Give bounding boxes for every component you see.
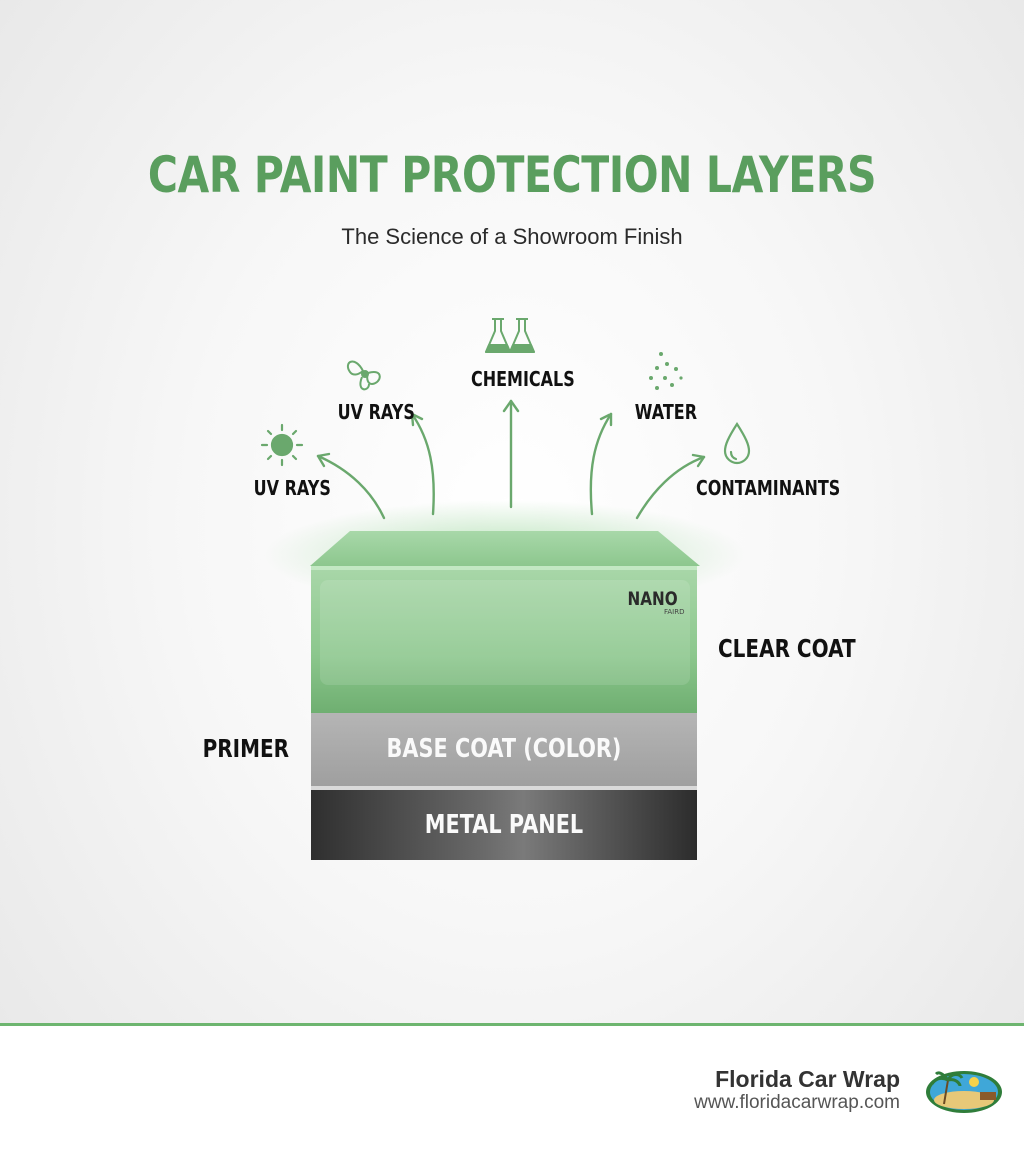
threat-label-uv-rays: UV RAYS [253, 476, 331, 500]
clear-coat-top [310, 531, 700, 566]
threat-label-chemicals: CHEMICALS [470, 367, 575, 391]
nano-badge-subtext: FAIRD [664, 608, 685, 616]
radiation-icon [346, 360, 381, 391]
page-subtitle: The Science of a Showroom Finish [341, 224, 683, 249]
metal-panel-layer [311, 790, 697, 860]
threat-label-water: WATER [634, 400, 698, 424]
clear-coat-layer [311, 566, 697, 713]
base-coat-text: BASE COAT (COLOR) [386, 734, 622, 764]
sun-icon [260, 423, 304, 467]
palm-beach-logo-icon [926, 1071, 1002, 1113]
primer-label: PRIMER [202, 734, 289, 763]
clear-coat-label: CLEAR COAT [718, 634, 856, 663]
flask-icon [485, 318, 535, 353]
arrow-uv-center [410, 412, 435, 516]
brand-url: www.floridacarwrap.com [694, 1092, 900, 1113]
brand-name: Florida Car Wrap [715, 1066, 900, 1092]
arrow-contaminants [635, 455, 706, 520]
arrow-water [589, 412, 613, 516]
threat-label-contaminants: CONTAMINANTS [696, 476, 841, 500]
nano-badge: NANO [627, 588, 678, 610]
page-title: CAR PAINT PROTECTION LAYERS [147, 146, 877, 204]
base-coat-layer [311, 713, 697, 789]
arrow-uv-left [316, 454, 386, 520]
threat-label-uv-rays-2: UV RAYS [337, 400, 415, 424]
footer: Florida Car Wrap www.floridacarwrap.com [0, 1023, 1024, 1157]
metal-panel-text: METAL PANEL [424, 810, 584, 840]
drop-icon [723, 421, 751, 465]
droplets-icon [649, 352, 683, 390]
